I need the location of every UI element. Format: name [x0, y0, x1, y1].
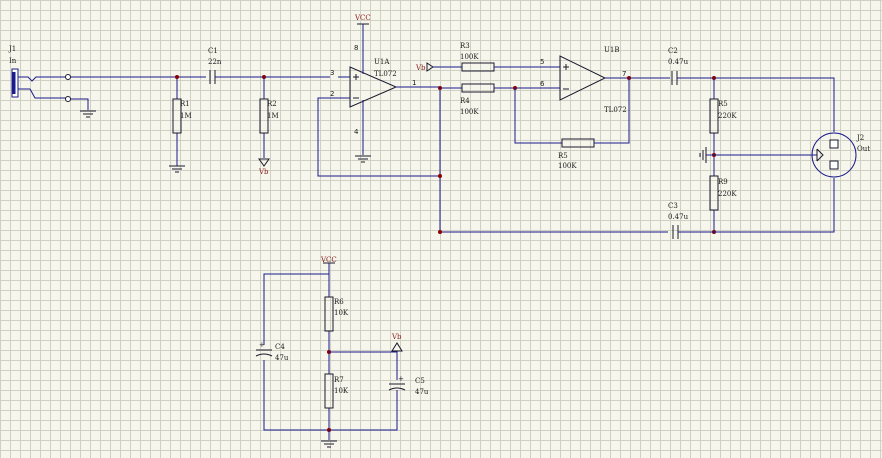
u1a-value: TL072	[374, 70, 397, 78]
r4-designator: R4	[460, 97, 470, 105]
c5-value: 47u	[415, 388, 429, 396]
resistor-r5[interactable]	[709, 98, 719, 134]
vcc-label-u1: VCC	[354, 14, 371, 22]
r6-designator: R6	[334, 298, 344, 306]
resistor-r3[interactable]	[461, 62, 495, 72]
u1a-pin2: 2	[330, 90, 334, 98]
opamp-u1b[interactable]	[559, 55, 607, 101]
vb-port-r2	[258, 158, 270, 167]
c1-designator: C1	[208, 47, 218, 55]
u1b-pin6: 6	[540, 80, 545, 88]
u1b-designator: U1B	[604, 46, 620, 54]
r3-designator: R3	[460, 42, 470, 50]
u1b-pin7: 7	[622, 70, 626, 78]
c4-value: 47u	[275, 354, 289, 362]
c1-value: 22n	[208, 58, 222, 66]
r5-designator: R5	[718, 100, 728, 108]
capacitor-c1[interactable]	[209, 70, 216, 84]
u1a-designator: U1A	[374, 58, 390, 66]
input-jack-j1[interactable]	[11, 68, 96, 118]
opamp-u1a[interactable]	[349, 66, 398, 108]
capacitor-c5[interactable]	[388, 383, 406, 391]
u1a-pin8: 8	[354, 44, 358, 52]
ground-symbol	[355, 155, 371, 163]
vb-label-bias: Vb	[391, 333, 402, 341]
capacitor-c3[interactable]	[672, 225, 679, 239]
ground-symbol	[321, 440, 337, 448]
r1-designator: R1	[180, 100, 190, 108]
c4-plus: +	[259, 341, 265, 349]
vb-label-r2: Vb	[258, 168, 269, 176]
output-jack-j2[interactable]	[811, 132, 857, 178]
j2-value: Out	[857, 145, 870, 153]
r5b-value: 100K	[558, 162, 577, 170]
resistor-r6[interactable]	[324, 296, 334, 332]
r1-value: 1M	[180, 112, 192, 120]
ground-symbol	[699, 147, 707, 163]
c4-designator: C4	[275, 343, 285, 351]
j2-designator: J2	[856, 134, 864, 142]
vb-port-r3	[426, 62, 434, 72]
j1-value: In	[9, 57, 17, 65]
resistor-r7[interactable]	[324, 373, 334, 409]
resistor-r4[interactable]	[461, 83, 495, 93]
r9-designator: R9	[718, 178, 728, 186]
c3-value: 0.47u	[668, 213, 689, 221]
capacitor-c4[interactable]	[255, 349, 273, 357]
ground-symbol	[169, 165, 185, 173]
r3-value: 100K	[460, 53, 479, 61]
vb-label-r3: Vb	[415, 64, 426, 72]
c2-value: 0.47u	[668, 58, 689, 66]
r9-value: 220K	[718, 190, 737, 198]
resistor-r9[interactable]	[709, 175, 719, 211]
u1a-pin3: 3	[330, 69, 334, 77]
c5-plus: +	[398, 375, 404, 383]
u1a-pin4: 4	[354, 128, 359, 136]
u1a-pin1: 1	[412, 79, 416, 87]
capacitor-c2[interactable]	[671, 71, 678, 85]
r4-value: 100K	[460, 108, 479, 116]
resistor-r1[interactable]	[172, 98, 182, 134]
j1-designator: J1	[8, 45, 16, 53]
r6-value: 10K	[334, 309, 349, 317]
u1b-pin5: 5	[540, 58, 544, 66]
r2-value: 1M	[267, 112, 279, 120]
c3-designator: C3	[668, 202, 678, 210]
c2-designator: C2	[668, 47, 678, 55]
c5-designator: C5	[415, 377, 425, 385]
r5-value: 220K	[718, 112, 737, 120]
u1b-value: TL072	[604, 106, 627, 114]
r2-designator: R2	[267, 100, 277, 108]
resistor-r5-feedback[interactable]	[561, 138, 595, 148]
r5b-designator: R5	[558, 152, 568, 160]
vcc-label-bias: VCC	[320, 256, 337, 264]
r7-value: 10K	[334, 387, 349, 395]
r7-designator: R7	[334, 376, 344, 384]
resistor-r2[interactable]	[259, 98, 269, 134]
vb-port-bias	[391, 342, 403, 352]
